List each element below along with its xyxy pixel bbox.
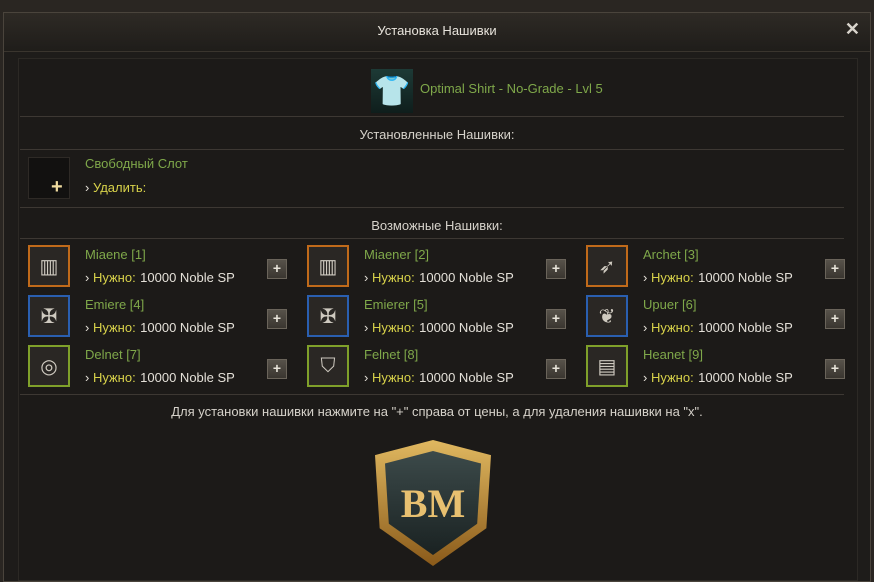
patch-name: Emierer [5] bbox=[364, 297, 428, 312]
shirt-icon: 👕 bbox=[371, 69, 413, 113]
free-slot[interactable]: + bbox=[28, 157, 70, 199]
patch-cost: › Нужно: 10000 Noble SP bbox=[364, 270, 514, 285]
divider bbox=[20, 116, 844, 117]
add-patch-button[interactable]: + bbox=[267, 309, 287, 329]
slot-label: Свободный Слот bbox=[85, 156, 188, 171]
add-patch-button[interactable]: + bbox=[267, 259, 287, 279]
patch-icon: ✠ bbox=[307, 295, 349, 337]
patch-name: Archet [3] bbox=[643, 247, 699, 262]
patch-cost: › Нужно: 10000 Noble SP bbox=[85, 270, 235, 285]
add-patch-button[interactable]: + bbox=[546, 309, 566, 329]
add-patch-button[interactable]: + bbox=[546, 359, 566, 379]
add-patch-button[interactable]: + bbox=[267, 359, 287, 379]
installed-header: Установленные Нашивки: bbox=[359, 127, 515, 142]
patch-name: Emiere [4] bbox=[85, 297, 145, 312]
title-bar[interactable]: Установка Нашивки ✕ bbox=[4, 13, 870, 52]
patch-icon: ▥ bbox=[307, 245, 349, 287]
patch-cost: › Нужно: 10000 Noble SP bbox=[364, 370, 514, 385]
divider bbox=[20, 394, 844, 395]
patch-name: Miaene [1] bbox=[85, 247, 146, 262]
patch-icon: ❦ bbox=[586, 295, 628, 337]
patch-cost: › Нужно: 10000 Noble SP bbox=[85, 370, 235, 385]
patch-icon: ➶ bbox=[586, 245, 628, 287]
available-header: Возможные Нашивки: bbox=[371, 218, 503, 233]
plus-icon: + bbox=[51, 176, 63, 198]
patch-cost: › Нужно: 10000 Noble SP bbox=[643, 270, 793, 285]
divider bbox=[20, 238, 844, 239]
add-patch-button[interactable]: + bbox=[546, 259, 566, 279]
patch-name: Miaener [2] bbox=[364, 247, 430, 262]
divider bbox=[20, 149, 844, 150]
patch-cost: › Нужно: 10000 Noble SP bbox=[643, 370, 793, 385]
divider bbox=[20, 207, 844, 208]
add-patch-button[interactable]: + bbox=[825, 309, 845, 329]
remove-link[interactable]: › Удалить: bbox=[85, 180, 147, 195]
patch-name: Delnet [7] bbox=[85, 347, 141, 362]
close-button[interactable]: ✕ bbox=[844, 19, 860, 39]
patch-name: Heanet [9] bbox=[643, 347, 703, 362]
patch-name: Upuer [6] bbox=[643, 297, 697, 312]
dialog-title: Установка Нашивки bbox=[377, 23, 497, 38]
patch-cost: › Нужно: 10000 Noble SP bbox=[643, 320, 793, 335]
patch-icon: ◎ bbox=[28, 345, 70, 387]
patch-name: Felnet [8] bbox=[364, 347, 419, 362]
add-patch-button[interactable]: + bbox=[825, 259, 845, 279]
footer-hint: Для установки нашивки нажмите на "+" спр… bbox=[171, 404, 703, 419]
patch-icon: ⛉ bbox=[307, 345, 349, 387]
patch-icon: ✠ bbox=[28, 295, 70, 337]
item-name: Optimal Shirt - No-Grade - Lvl 5 bbox=[420, 81, 603, 96]
patch-cost: › Нужно: 10000 Noble SP bbox=[85, 320, 235, 335]
patch-cost: › Нужно: 10000 Noble SP bbox=[364, 320, 514, 335]
patch-icon: ▤ bbox=[586, 345, 628, 387]
patch-icon: ▥ bbox=[28, 245, 70, 287]
add-patch-button[interactable]: + bbox=[825, 359, 845, 379]
